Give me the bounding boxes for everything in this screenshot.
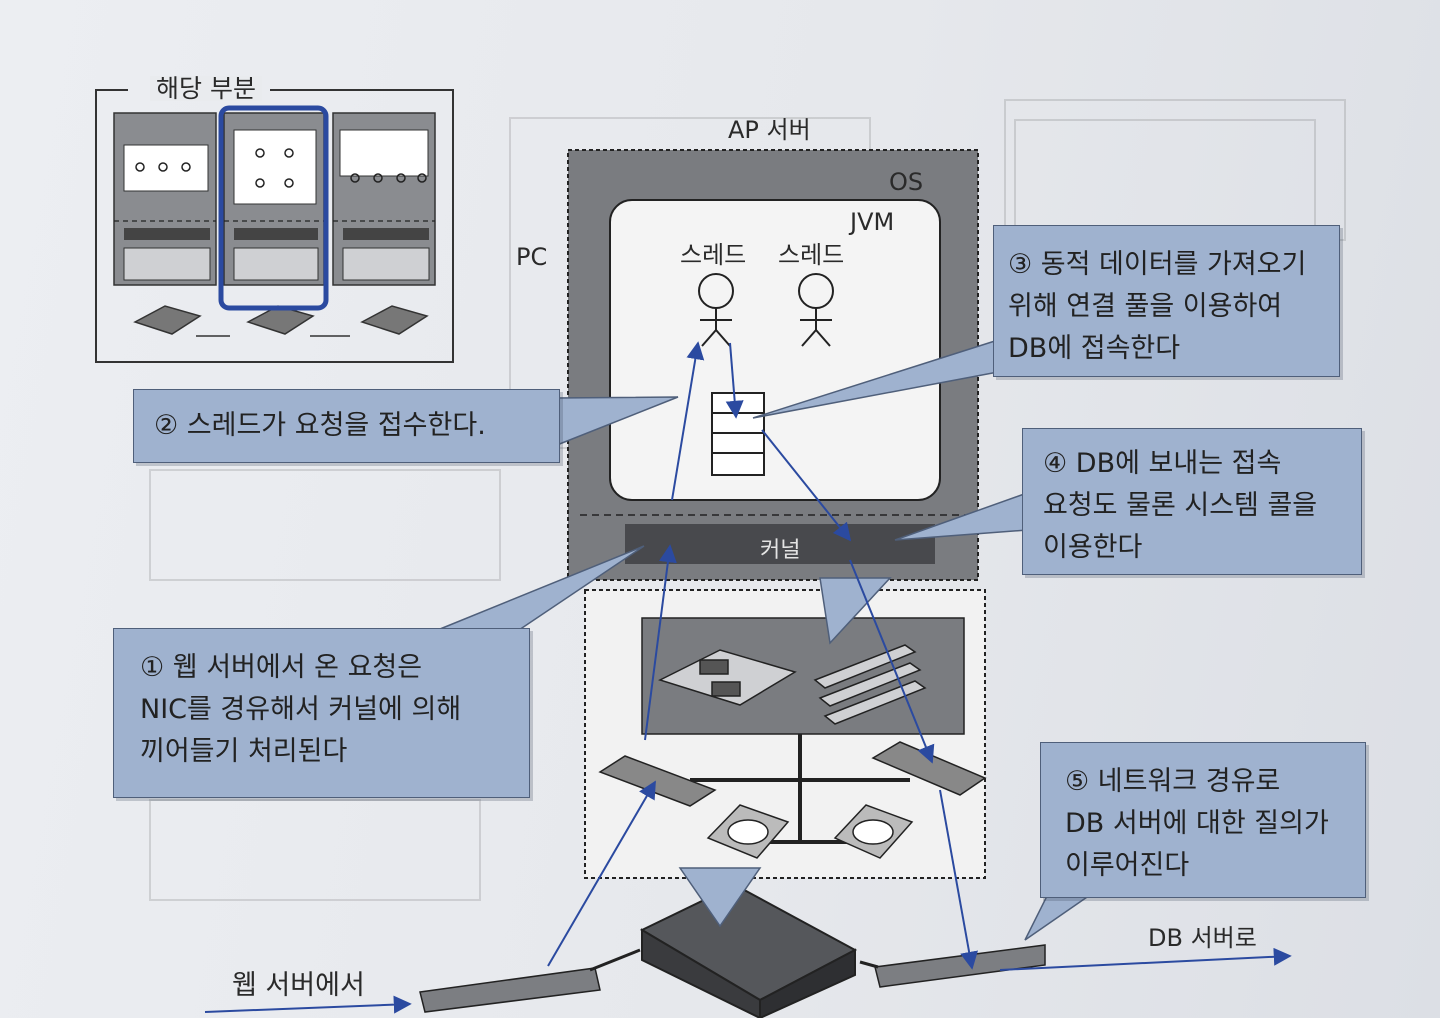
flow-arrows [204,341,1292,1014]
nic-icon-left [598,755,717,807]
cpu-icon [658,649,797,706]
callout-step-3: ③ 동적 데이터를 가져오기 위해 연결 풀을 이용하여 DB에 접속한다 [993,225,1340,377]
callout-step-4-text: ④ DB에 보내는 접속 요청도 물론 시스템 콜을 이용한다 [1043,448,1318,563]
memory-icon [813,644,927,725]
disk-icon-right [833,804,914,859]
connection-pool-stack [711,392,765,476]
callout-step-5-text: ⑤ 네트워크 경유로 DB 서버에 대한 질의가 이루어진다 [1065,766,1329,881]
thread-label-2: 스레드 [778,241,845,269]
mini-thread-icons [135,148,427,188]
callout-step-1: ① 웹 서버에서 온 요청은 NIC를 경유해서 커널에 의해 끼어들기 처리된… [113,628,530,798]
mini-switches [133,305,429,337]
nic-icon-right [871,741,987,796]
os-label: OS [889,168,924,196]
thread-figure-1 [698,273,734,347]
router-icon [639,883,858,1018]
jvm-box [609,199,941,501]
callout-step-4: ④ DB에 보내는 접속 요청도 물론 시스템 콜을 이용한다 [1022,428,1362,575]
mini-server-middle [223,112,325,286]
callout-step-3-text: ③ 동적 데이터를 가져오기 위해 연결 풀을 이용하여 DB에 접속한다 [1008,249,1307,364]
callout-tails [439,338,1092,941]
callout-step-2-text: ② 스레드가 요청을 접수한다. [154,410,486,441]
callout-step-1-text: ① 웹 서버에서 온 요청은 NIC를 경유해서 커널에 의해 끼어들기 처리된… [140,652,462,767]
disk-icon-left [706,804,790,859]
switch-icon-right [859,944,1046,988]
hardware-box [584,589,987,879]
to-db-server-label: DB 서버로 [1148,924,1257,952]
switch-icon-left [419,948,641,1013]
thread-label-1: 스레드 [680,241,747,269]
callout-step-5: ⑤ 네트워크 경유로 DB 서버에 대한 질의가 이루어진다 [1040,742,1366,898]
mini-server-left [113,112,217,286]
pc-label: PC [516,243,548,271]
thumbnail-frame [95,89,454,363]
kernel-label: 커널 [760,538,801,563]
ap-server-label: AP 서버 [728,116,811,144]
from-web-server-label: 웹 서버에서 [232,970,365,1001]
thumbnail-highlight [218,105,329,311]
mini-server-right [332,112,436,286]
thread-figure-2 [798,273,834,347]
thumbnail-title: 해당 부분 [150,76,262,101]
callout-step-2: ② 스레드가 요청을 접수한다. [133,389,560,463]
jvm-label: JVM [850,208,895,236]
